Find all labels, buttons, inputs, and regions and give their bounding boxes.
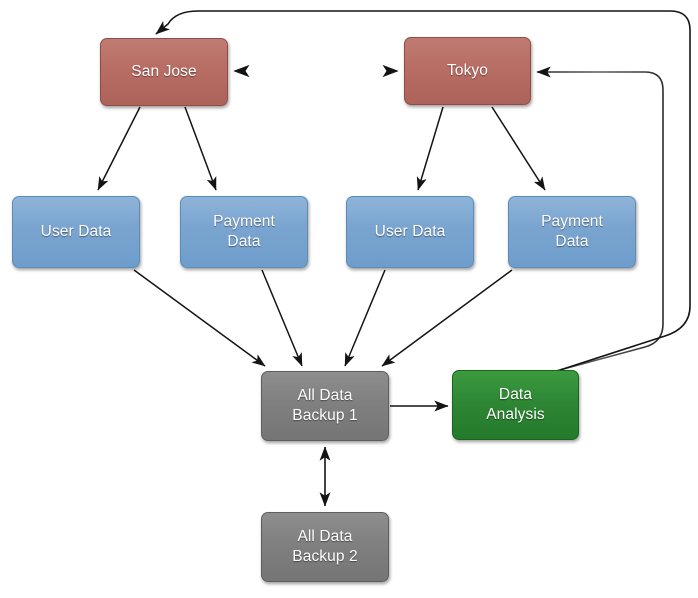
node-data-analysis[interactable]: Data Analysis: [452, 370, 579, 440]
node-all-data-backup-2[interactable]: All Data Backup 2: [261, 512, 389, 582]
node-label: Data Analysis: [486, 385, 545, 423]
node-label: San Jose: [131, 62, 197, 80]
node-tokyo-payment-data[interactable]: Payment Data: [508, 196, 636, 268]
edge-sanjose-paymentdata: [184, 106, 217, 191]
edge-tokyo-paymentdata: [491, 106, 546, 191]
node-all-data-backup-1[interactable]: All Data Backup 1: [261, 371, 389, 441]
edge-sjpayment-backup1: [261, 269, 303, 367]
node-label: All Data Backup 1: [292, 386, 358, 424]
node-label: User Data: [40, 222, 112, 240]
edge-tkuserdata-backup1: [344, 269, 386, 367]
edge-tokyo-userdata: [416, 106, 444, 191]
node-tokyo[interactable]: Tokyo: [404, 37, 531, 105]
edge-sjuserdata-backup1: [133, 269, 266, 367]
node-san-jose-user-data[interactable]: User Data: [12, 196, 140, 268]
node-label: Tokyo: [447, 61, 488, 79]
edge-sanjose-userdata: [97, 106, 141, 191]
node-san-jose-payment-data[interactable]: Payment Data: [180, 196, 308, 268]
node-label: User Data: [374, 222, 446, 240]
node-label: Payment Data: [541, 212, 603, 250]
node-tokyo-user-data[interactable]: User Data: [346, 196, 474, 268]
node-label: Payment Data: [213, 212, 275, 250]
node-san-jose[interactable]: San Jose: [100, 38, 228, 106]
node-label: All Data Backup 2: [292, 527, 358, 565]
edge-tkpayment-backup1: [381, 269, 513, 367]
